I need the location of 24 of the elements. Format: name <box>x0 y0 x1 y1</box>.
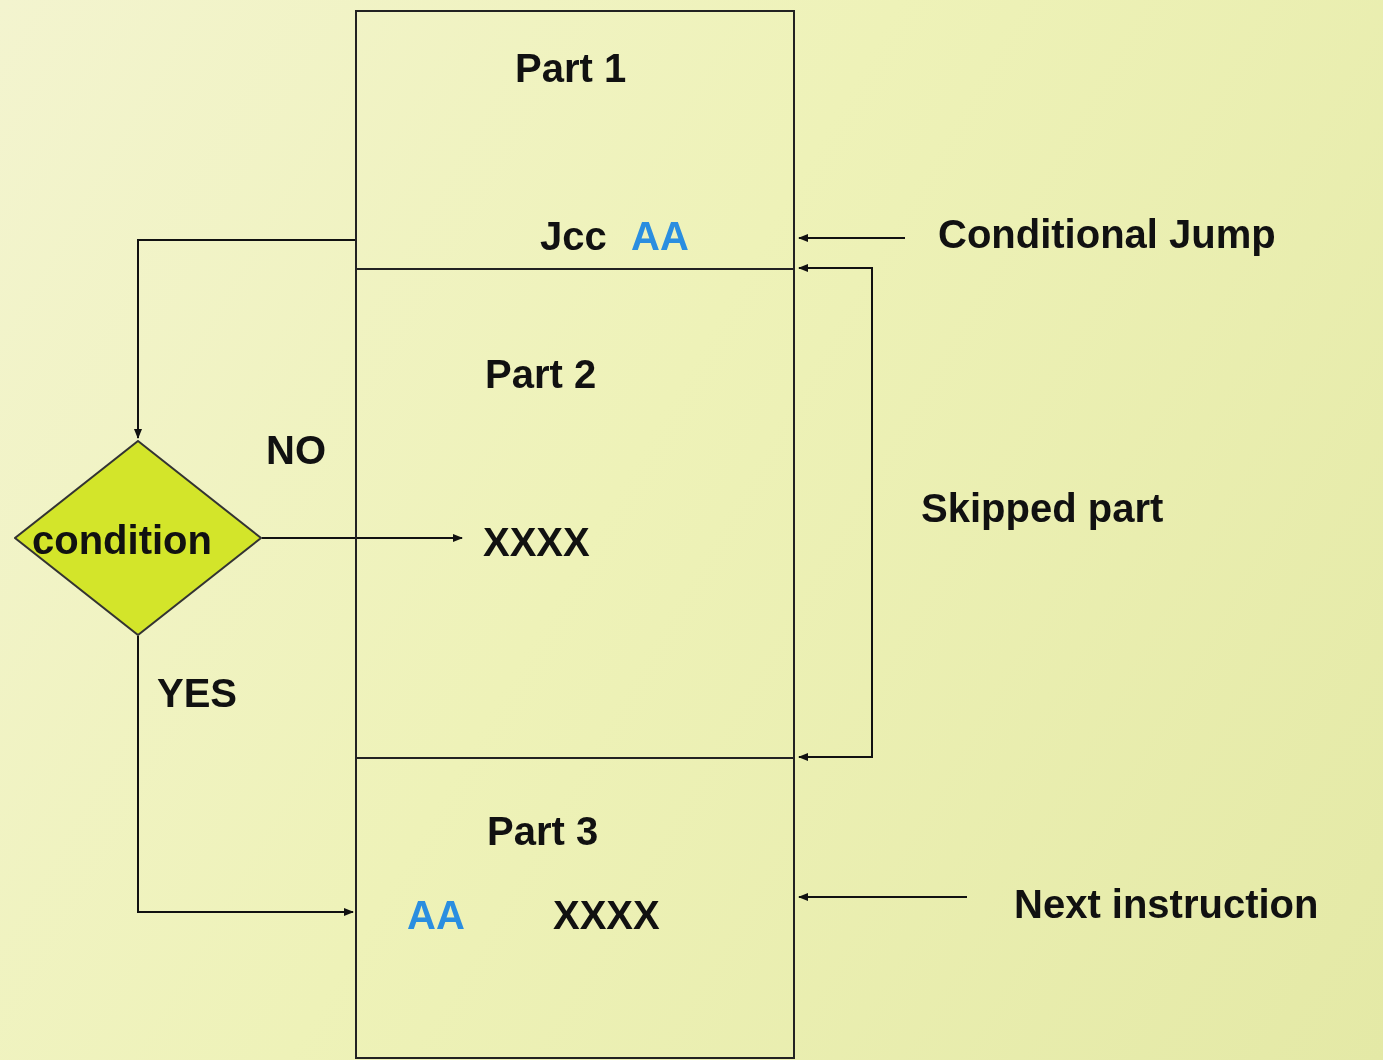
instruction-text: Jcc <box>540 216 607 256</box>
arrow <box>137 635 354 916</box>
decision-diamond <box>14 440 262 636</box>
arrow <box>798 893 968 901</box>
instruction-text: XXXX <box>553 895 660 935</box>
code-block <box>355 757 795 1059</box>
arrow <box>134 239 356 439</box>
edge-label: NO <box>266 430 326 470</box>
annotation-text: Next instruction <box>1014 884 1319 924</box>
instruction-text: XXXX <box>483 522 590 562</box>
bracket-arrow <box>798 264 873 761</box>
block-title: Part 3 <box>487 811 599 851</box>
block-title: Part 2 <box>485 354 597 394</box>
edge-label: YES <box>157 673 238 713</box>
label-text: AA <box>407 895 465 935</box>
annotation-text: Conditional Jump <box>938 214 1276 254</box>
code-block <box>355 268 795 759</box>
bracket-label: Skipped part <box>921 488 1164 528</box>
arrow <box>261 534 463 542</box>
arrow <box>798 234 906 242</box>
condition-text: condition <box>32 520 212 560</box>
code-block <box>355 10 795 270</box>
jump-target-text: AA <box>631 216 689 256</box>
block-title: Part 1 <box>515 48 627 88</box>
